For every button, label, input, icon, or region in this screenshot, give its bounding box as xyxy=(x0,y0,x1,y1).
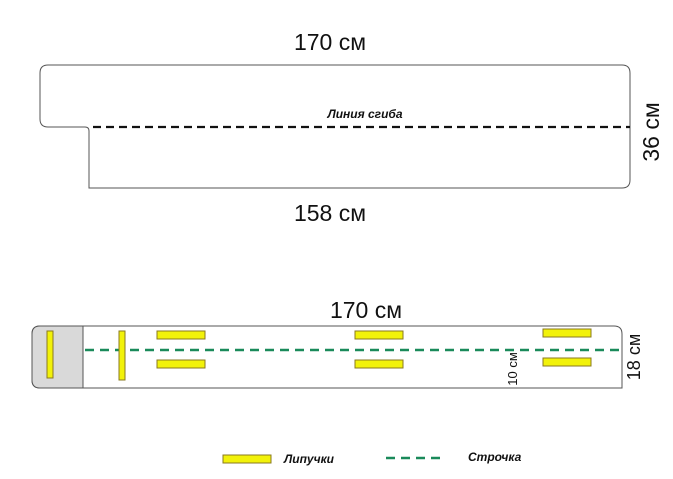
velcro-strip xyxy=(354,359,404,369)
top-height-label: 36 см xyxy=(638,102,664,161)
velcro-strip xyxy=(156,330,206,340)
velcro-strip xyxy=(118,330,126,381)
inner-height-label: 10 см xyxy=(505,352,520,386)
velcro-strip xyxy=(354,330,404,340)
velcro-strip xyxy=(542,357,592,367)
fold-line-label: Линия сгиба xyxy=(326,107,402,121)
velcro-strip xyxy=(542,328,592,338)
legend-velcro-label: Липучки xyxy=(283,452,335,466)
end-tab xyxy=(31,325,84,389)
top-bottom-width-label: 158 см xyxy=(294,200,366,226)
top-pattern-outline xyxy=(39,64,631,189)
velcro-strip xyxy=(156,359,206,369)
legend-velcro-swatch xyxy=(222,454,272,464)
top-width-label: 170 см xyxy=(294,29,366,55)
velcro-strip xyxy=(46,330,54,379)
legend-stitch-label: Строчка xyxy=(468,450,522,464)
bottom-width-label: 170 см xyxy=(330,297,402,323)
bottom-height-label: 18 см xyxy=(624,334,644,380)
